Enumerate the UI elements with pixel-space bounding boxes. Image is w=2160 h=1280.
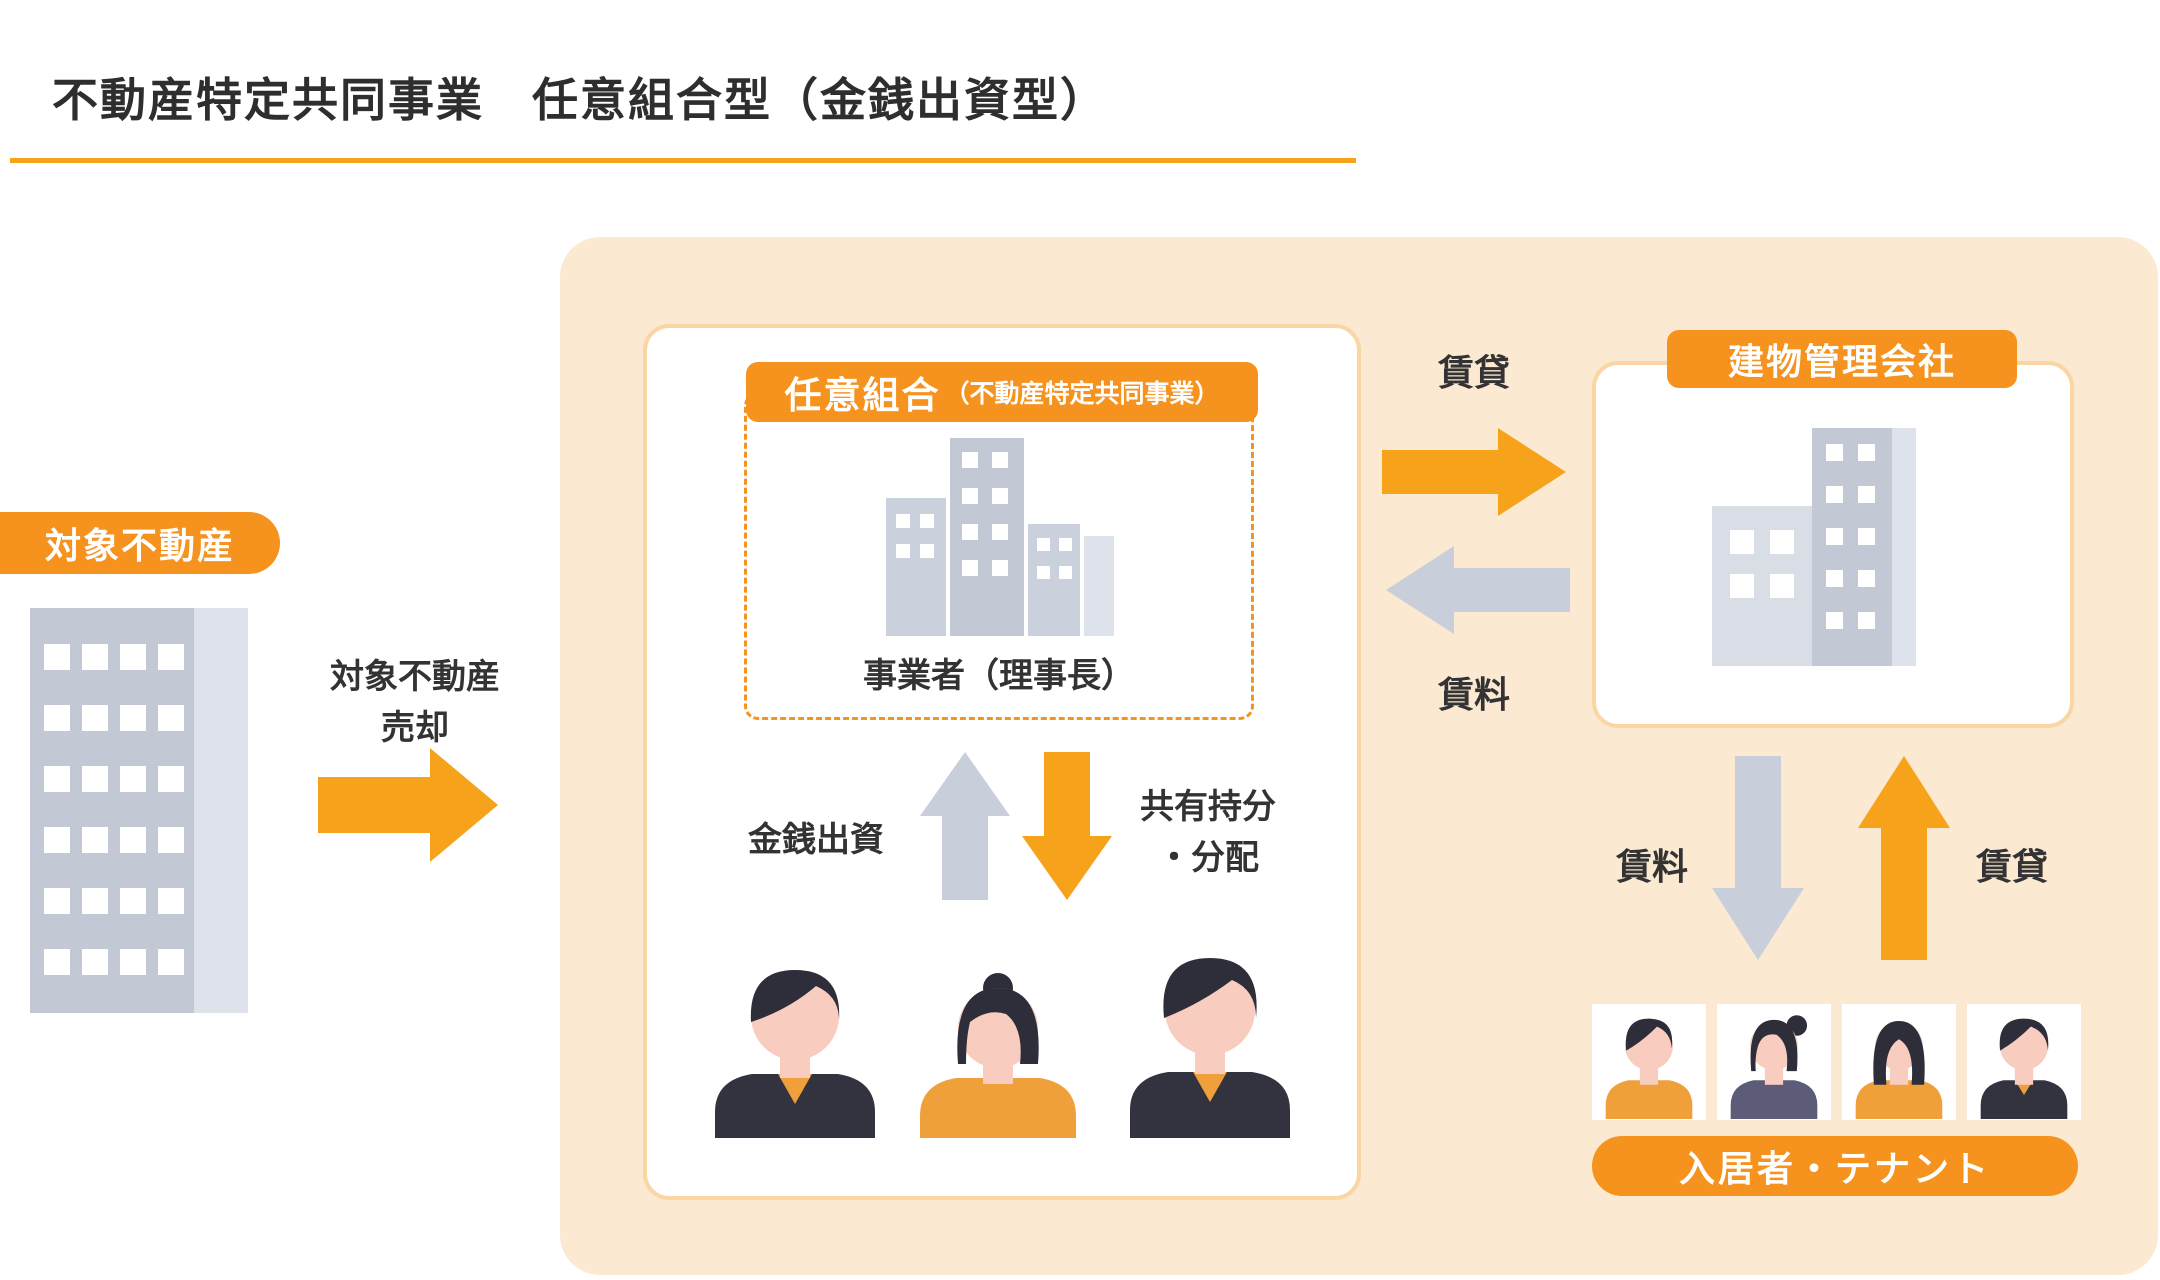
investor-1-icon (715, 970, 875, 1138)
rent-from-management-label: 賃料 (1437, 674, 1510, 715)
page-title: 不動産特定共同事業 任意組合型（金銭出資型） (52, 74, 1108, 126)
investor-3-icon (1130, 958, 1290, 1138)
tenant-lease-label: 賃貸 (1975, 846, 2048, 887)
sale-arrow-label-line2: 売却 (381, 709, 449, 747)
management-buildings-icon (1712, 428, 1916, 666)
target-property-label: 対象不動産 (44, 525, 235, 566)
rent-left-arrow-icon (1386, 546, 1570, 634)
tenant-portrait-1 (1592, 1004, 1706, 1120)
share-arrow-label-line1: 共有持分 (1140, 788, 1276, 826)
management-company-badge: 建物管理会社 (1667, 330, 2017, 388)
investor-2-icon (920, 973, 1076, 1138)
sale-arrow-icon (318, 748, 498, 862)
tenant-portraits (1592, 1004, 2082, 1120)
title-underline (10, 158, 1356, 163)
target-property-building-icon (30, 608, 248, 1013)
tenants-label: 入居者・テナント (1678, 1148, 1991, 1189)
lease-right-arrow-icon (1382, 428, 1566, 516)
tenant-4-icon (1980, 1018, 2068, 1119)
tenant-2-icon (1730, 1015, 1818, 1119)
tenant-rent-label: 賃料 (1615, 846, 1688, 887)
management-company-label: 建物管理会社 (1727, 341, 1956, 382)
tenant-portrait-4 (1967, 1004, 2081, 1120)
operator-label: 事業者（理事長） (863, 657, 1135, 695)
sale-arrow-label: 対象不動産 売却 (290, 652, 540, 754)
sale-arrow-label-line1: 対象不動産 (330, 658, 500, 696)
invest-arrow-label: 金銭出資 (748, 821, 884, 859)
share-arrow-label: 共有持分 ・分配 (1108, 782, 1308, 884)
tenant-portrait-3 (1842, 1004, 1956, 1120)
tenant-rent-down-arrow-icon (1712, 756, 1804, 960)
lease-to-management-label: 賃貸 (1437, 352, 1510, 393)
tenant-3-icon (1855, 1020, 1943, 1119)
distribution-down-arrow-icon (1022, 752, 1112, 900)
tenants-badge: 入居者・テナント (1592, 1136, 2078, 1196)
partnership-badge: 任意組合 （不動産特定共同事業） (746, 362, 1258, 422)
tenant-1-icon (1605, 1018, 1693, 1119)
share-arrow-label-line2: ・分配 (1157, 839, 1259, 877)
invest-up-arrow-icon (920, 752, 1010, 900)
partnership-badge-sub: （不動産特定共同事業） (944, 380, 1220, 408)
operator-dashed-box (744, 392, 1254, 720)
partnership-badge-main: 任意組合 (784, 375, 941, 416)
tenant-portrait-2 (1717, 1004, 1831, 1120)
operator-buildings-icon (886, 438, 1114, 636)
target-property-badge: 対象不動産 (0, 512, 280, 574)
tenant-lease-up-arrow-icon (1858, 756, 1950, 960)
